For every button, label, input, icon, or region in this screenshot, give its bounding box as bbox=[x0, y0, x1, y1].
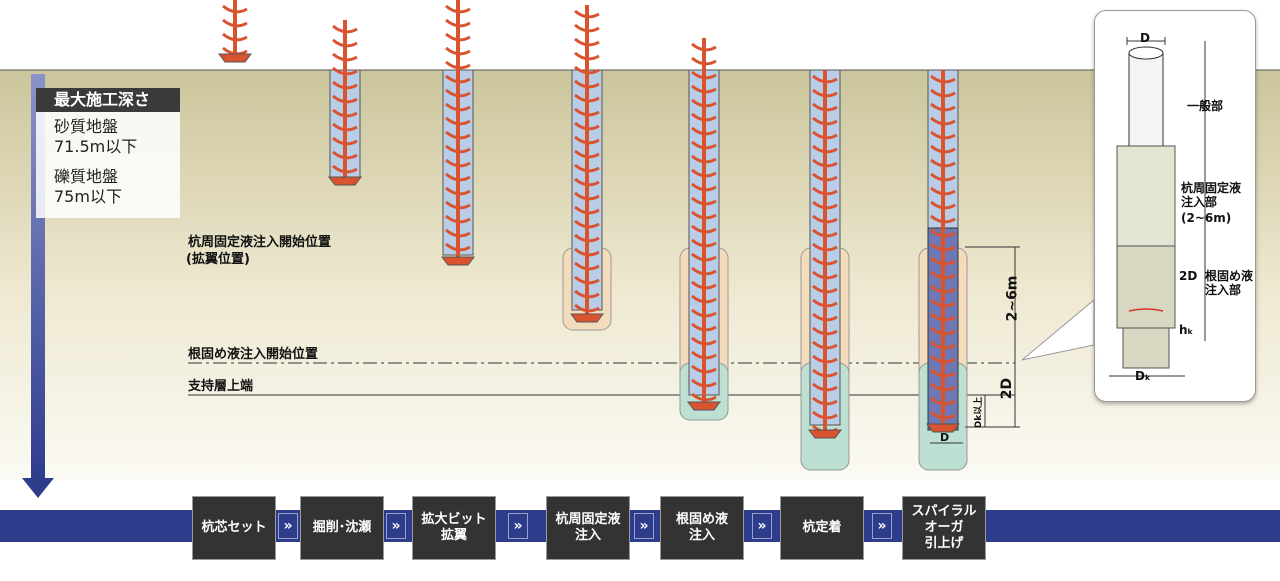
root-start-label: 根固め液注入開始位置 bbox=[188, 347, 319, 362]
auger-bit bbox=[926, 423, 960, 433]
wing-start-sub-label: (拡翼位置) bbox=[186, 252, 250, 267]
gravel-ground-value: 75m以下 bbox=[54, 187, 122, 206]
chevron-right-icon: » bbox=[872, 513, 892, 539]
wing-start-label: 杭周固定液注入開始位置 bbox=[188, 235, 332, 250]
sand-ground-label: 砂質地盤 bbox=[54, 117, 119, 136]
auger-shaft bbox=[702, 38, 706, 410]
auger-flight bbox=[930, 74, 956, 420]
dimension-lines bbox=[930, 246, 1020, 444]
step-spiral-auger-lift: スパイラル オーガ 引上げ bbox=[902, 496, 986, 560]
chevron-right-icon: » bbox=[634, 513, 654, 539]
detail-hk-label: hₖ bbox=[1179, 323, 1194, 337]
detail-card: D 一般部 杭周固定液注入部 (2~6m) 2D 根固め液注入部 hₖ Dₖ bbox=[1094, 10, 1256, 402]
auger-bit bbox=[687, 401, 721, 411]
auger-shaft bbox=[456, 0, 460, 265]
max-depth-title: 最大施工深さ bbox=[36, 88, 180, 112]
auger-flight bbox=[691, 42, 717, 402]
detail-general-label: 一般部 bbox=[1187, 99, 1224, 113]
bearing-top-label: 支持層上端 bbox=[188, 379, 254, 394]
auger-bit bbox=[808, 429, 842, 439]
detail-pile-drawing bbox=[1109, 37, 1206, 377]
detail-2d-label: 2D bbox=[1179, 269, 1198, 283]
detail-root-part-label: 根固め液注入部 bbox=[1205, 269, 1254, 297]
auger-flight bbox=[574, 9, 600, 313]
chevron-right-icon: » bbox=[386, 513, 406, 539]
gravel-ground-label: 礫質地盤 bbox=[54, 167, 119, 186]
detail-d-label: D bbox=[1140, 31, 1150, 45]
ground bbox=[0, 70, 1280, 480]
auger-bit bbox=[328, 176, 362, 186]
auger-bit bbox=[570, 313, 604, 323]
step-wing-grout-inject: 杭周固定液 注入 bbox=[546, 496, 630, 560]
auger-bit bbox=[441, 256, 475, 266]
auger-flight bbox=[812, 74, 838, 434]
auger-flight bbox=[445, 4, 471, 252]
sand-ground-value: 71.5m以下 bbox=[54, 137, 138, 156]
auger-flight bbox=[222, 4, 248, 56]
step-expand-bit: 拡大ビット 拡翼 bbox=[412, 496, 496, 560]
auger-bit bbox=[218, 53, 252, 63]
depth-arrow-head bbox=[22, 478, 54, 498]
auger-shaft bbox=[233, 0, 237, 62]
detail-wing-range-label: (2~6m) bbox=[1181, 211, 1232, 225]
detail-dk-label: Dₖ bbox=[1135, 369, 1151, 383]
max-depth-box bbox=[36, 112, 180, 218]
dim-2-6m: 2~6m bbox=[1004, 275, 1021, 322]
step-pile-core-set: 杭芯セット bbox=[192, 496, 276, 560]
chevron-right-icon: » bbox=[752, 513, 772, 539]
step-excavate-sink: 掘削･沈瀬 bbox=[300, 496, 384, 560]
auger-shaft bbox=[823, 70, 827, 438]
chevron-right-icon: » bbox=[278, 513, 298, 539]
dim-d: D bbox=[940, 431, 950, 444]
auger-shaft bbox=[585, 5, 589, 322]
dim-2d: 2D bbox=[999, 377, 1016, 400]
dim-dk: Dk以上 bbox=[974, 396, 985, 429]
step-root-grout-inject: 根固め液 注入 bbox=[660, 496, 744, 560]
detail-wing-part-label: 杭周固定液注入部 bbox=[1181, 181, 1242, 209]
auger-flight bbox=[332, 24, 358, 174]
step-pile-fix: 杭定着 bbox=[780, 496, 864, 560]
chevron-right-icon: » bbox=[508, 513, 528, 539]
